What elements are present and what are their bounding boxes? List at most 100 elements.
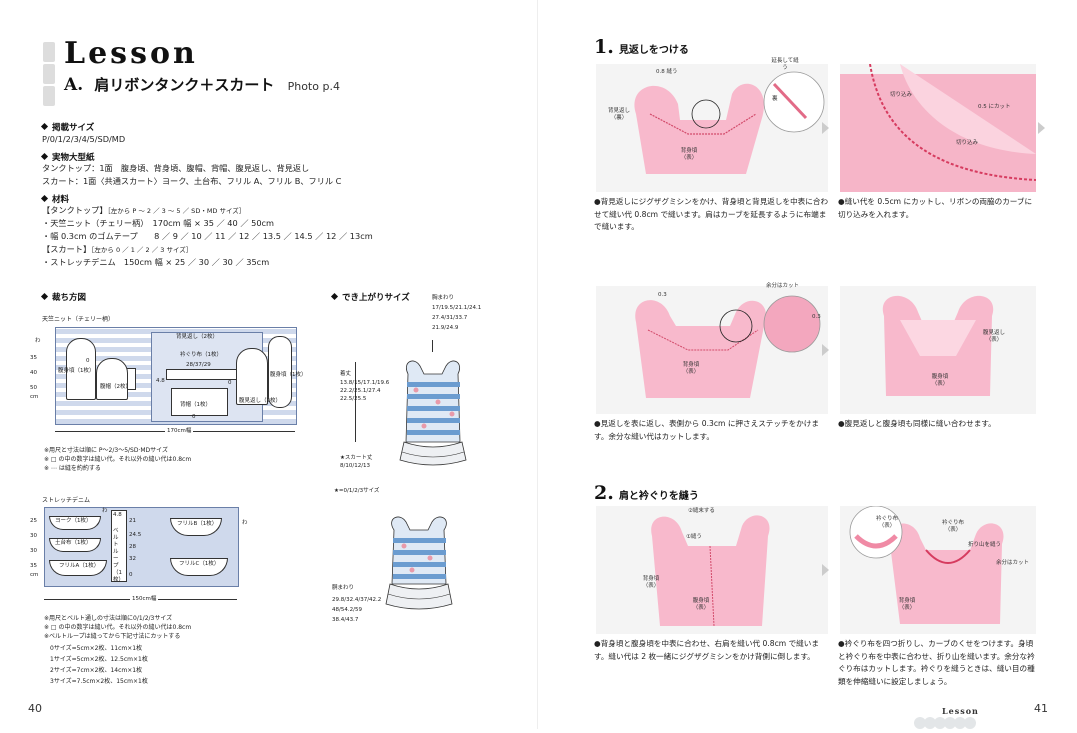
waist-value: 29.8/32.4/37/42.2 — [332, 597, 382, 603]
footer-decoration — [914, 714, 976, 733]
dimension: 0 — [129, 572, 133, 578]
lesson-subtitle: A. 肩リボンタンク＋スカート Photo p.4 — [64, 74, 340, 95]
left-page: Lesson A. 肩リボンタンク＋スカート Photo p.4 掲載サイズ P… — [0, 0, 538, 729]
step1-number: 1. — [594, 36, 614, 58]
cut-note: ※ ⋯ は縫を約約する — [44, 465, 101, 472]
next-arrow — [822, 564, 829, 576]
dimension: 30 — [30, 548, 37, 554]
cut-note: 0サイズ=5cm×2枚、11cm×1枚 — [44, 645, 143, 652]
photo-reference: Photo p.4 — [287, 80, 340, 93]
chest-label: 胸まわり — [432, 295, 455, 301]
waist-value: 48/54.2/59 — [332, 607, 362, 613]
length-value: 22.2/25.1/27.4 — [340, 388, 381, 394]
pattern-line: タンクトップ：1面 腹身頃、背身頃、腹帽、背帽、腹見返し、背見返し — [42, 163, 310, 173]
photo-label: 切り込み — [890, 92, 913, 98]
photo-label: ②縫末する — [688, 508, 715, 514]
photo-label: 余分はカット — [766, 283, 800, 289]
chest-value: 17/19.5/21.1/24.1 — [432, 305, 482, 311]
photo-closeup — [840, 64, 1036, 192]
length-value: 13.8/15/17.1/19.6 — [340, 380, 390, 386]
dimension: 0 — [228, 380, 232, 386]
measure-line — [355, 362, 356, 442]
step-photo-2 — [840, 64, 1036, 192]
cut-note: ※用尺と寸法は順に P～2/3～5/SD·MDサイズ — [44, 447, 169, 454]
chest-value: 27.4/31/33.7 — [432, 315, 468, 321]
photo-label: 背身頃（表） — [898, 598, 916, 611]
pattern-piece-back-hat — [171, 388, 228, 416]
dress-back-illustration — [380, 512, 458, 622]
dimension: 0 — [86, 358, 90, 364]
chest-value: 21.9/24.9 — [432, 325, 459, 331]
step-photo-4 — [840, 286, 1036, 414]
title-decoration — [43, 86, 55, 106]
pattern-line: スカート：1面〈共通スカート〉ヨーク、土台布、フリル A、フリル B、フリル C — [42, 176, 342, 186]
photo-label: 腹見返し（表） — [982, 330, 1005, 343]
title-decoration — [43, 64, 55, 84]
step-caption: ●見返しを表に返し、表側から 0.3cm に押さえステッチをかけます。余分な縫い… — [594, 419, 819, 441]
page-gutter — [537, 0, 538, 729]
step-caption: ●衿ぐり布を四つ折りし、カーブのくせをつけます。身頃と衿ぐり布を中表に合わせ、折… — [838, 639, 1035, 686]
length-value: 22.5/25.5 — [340, 396, 367, 402]
footer-lesson-label: Lesson — [942, 706, 979, 716]
waist-label: 胴まわり — [332, 585, 355, 591]
photo-label: 延長して縫う — [771, 58, 799, 71]
pattern-piece-belt-loop — [111, 510, 127, 582]
materials-heading: 材料 — [42, 193, 69, 205]
piece-label: ベルトループ（1枚） — [113, 528, 125, 583]
skirt-heading: 【スカート】［左から 0 ／ 1 ／ 2 ／ 3 サイズ］ — [42, 243, 192, 257]
fold-mark: わ — [35, 338, 41, 344]
tank-sizes: ［左から P ～ 2 ／ 3 ～ 5 ／ SD・MD サイズ］ — [107, 207, 246, 215]
cut-note: 1サイズ=5cm×2枚、12.5cm×1枚 — [44, 656, 148, 663]
next-arrow — [1038, 122, 1045, 134]
step2-number: 2. — [594, 482, 614, 504]
dimension: 4.8 — [156, 378, 165, 384]
dress-back-drawing — [385, 516, 453, 610]
step1-title: 見返しをつける — [618, 45, 689, 56]
step-photo-6 — [840, 506, 1036, 634]
cutting-heading: 裁ち方図 — [42, 291, 86, 303]
piece-label: 28/37/29 — [186, 362, 211, 368]
measure-line — [432, 340, 433, 352]
step-caption: ●縫い代を 0.5cm にカットし、リボンの両脇のカーブに切り込みを入れます。 — [838, 197, 1033, 219]
step2-heading: 2. 肩と衿ぐりを縫う — [594, 482, 699, 504]
step-caption: ●背見返しにジグザグミシンをかけ、背身頃と背見返しを中表に合わせて縫い代 0.8… — [594, 197, 829, 231]
piece-label: 背帽（1枚） — [180, 402, 211, 408]
finished-heading: でき上がりサイズ — [332, 291, 410, 303]
pattern-piece-body — [268, 336, 292, 408]
piece-label: フリルC（1枚） — [179, 561, 220, 567]
piece-label: 衿ぐり布（1枚） — [180, 352, 222, 358]
dimension: 21 — [129, 518, 136, 524]
step2-title: 肩と衿ぐりを縫う — [618, 491, 699, 502]
photo-label: ①縫う — [686, 534, 702, 540]
skirt-heading-text: 【スカート】 — [42, 244, 92, 254]
piece-label: フリルB（1枚） — [177, 521, 218, 527]
pattern-heading: 実物大型紙 — [42, 151, 95, 163]
dimension-unit: cm — [30, 572, 39, 578]
pattern-piece-neckband — [166, 369, 238, 380]
dimension: 28 — [129, 544, 136, 550]
step-photo-1 — [596, 64, 828, 192]
photo-label: 0.8 縫う — [656, 69, 678, 75]
photo-label: 切り込み — [956, 140, 979, 146]
sizes-text: P/0/1/2/3/4/5/SD/MD — [42, 134, 126, 144]
photo-label: 背身頃（表） — [642, 576, 660, 589]
star-note: ★=0/1/2/3サイズ — [334, 488, 380, 494]
photo-label: 背見返し（裏） — [608, 108, 631, 121]
material-line: ・天竺ニット（チェリー柄） 170cm 幅 × 35 ／ 40 ／ 50cm — [42, 218, 275, 228]
cut-note: ※ □ の中の数字は縫い代。それ以外の縫い代は0.8cm — [44, 624, 192, 631]
step1-heading: 1. 見返しをつける — [594, 36, 689, 58]
subtitle-text: 肩リボンタンク＋スカート — [94, 76, 275, 94]
dimension-unit: cm — [30, 394, 39, 400]
photo-label: 腹身頃（表） — [931, 374, 949, 387]
material-line: ・ストレッチデニム 150cm 幅 × 25 ／ 30 ／ 30 ／ 35cm — [42, 257, 270, 267]
dimension: 40 — [30, 370, 37, 376]
dimension: 32 — [129, 556, 136, 562]
next-arrow — [822, 344, 829, 356]
dimension: 35 — [30, 355, 37, 361]
fold-mark: わ — [242, 520, 248, 526]
next-arrow — [822, 122, 829, 134]
waist-value: 38.4/43.7 — [332, 617, 359, 623]
pattern-piece-facing — [236, 348, 268, 405]
photo-label: 裏 — [772, 96, 778, 102]
cutting-diagram-denim: ヨーク（1枚） 土台布（1枚） フリルA（1枚） ベルトループ（1枚） フリルB… — [44, 507, 239, 587]
